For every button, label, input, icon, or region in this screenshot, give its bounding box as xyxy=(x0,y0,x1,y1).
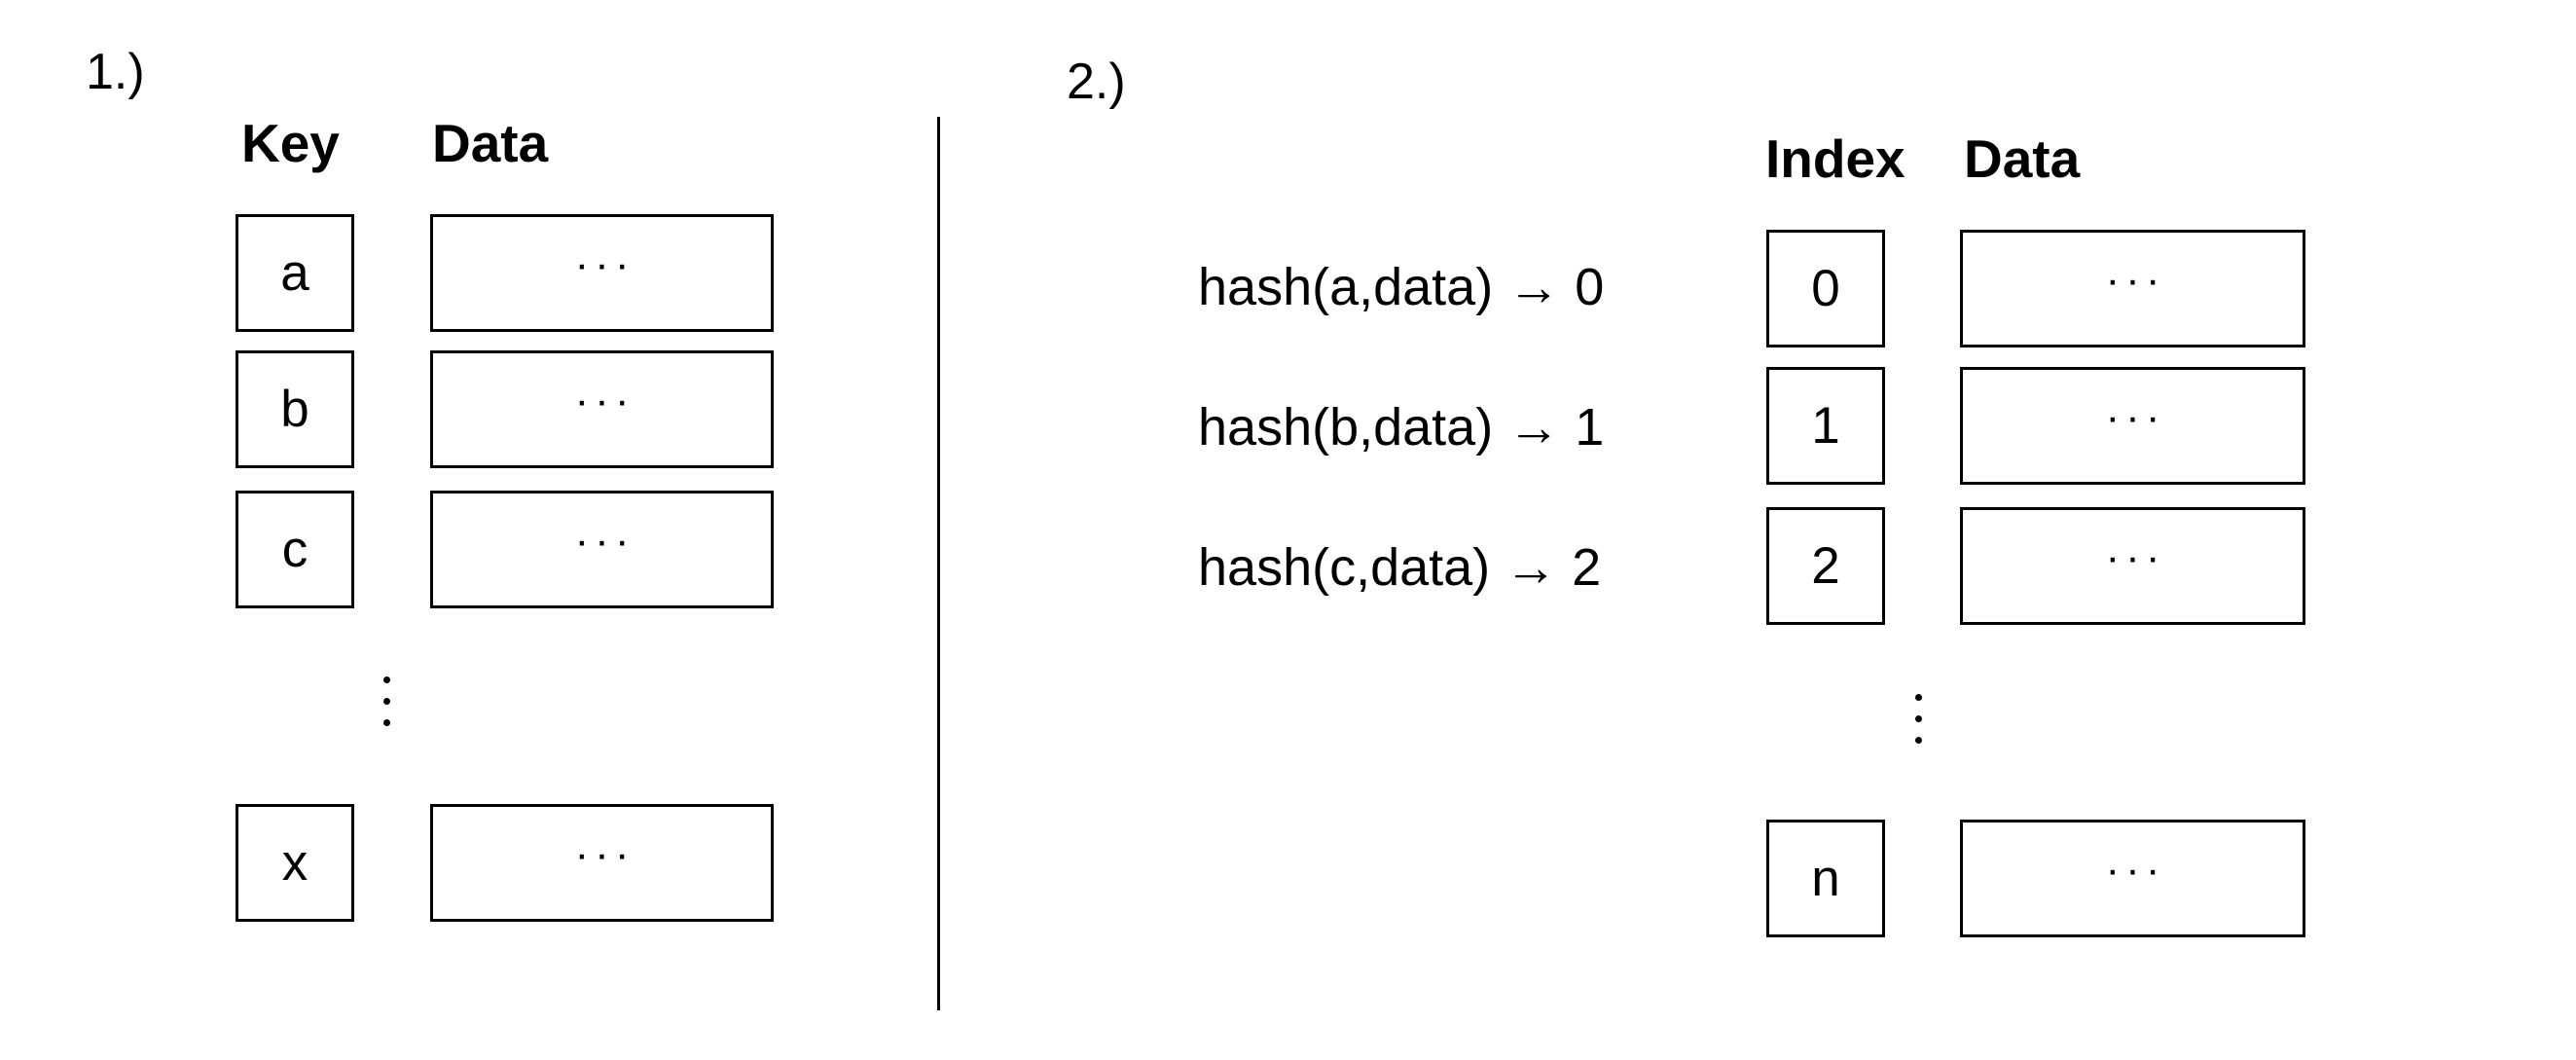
panel-2-label: 2.) xyxy=(1067,54,1126,110)
data-cell-a: ··· xyxy=(430,214,774,332)
data-column-header-2: Data xyxy=(1964,128,2081,189)
vertical-ellipsis-icon xyxy=(377,676,396,726)
hash-label-a: hash(a,data) → 0 xyxy=(1198,258,1605,316)
key-cell-a: a xyxy=(236,214,354,332)
key-cell-b: b xyxy=(236,350,354,468)
index-cell-2: 2 xyxy=(1766,507,1885,625)
data-cell-x: ··· xyxy=(430,804,774,922)
data-cell-b: ··· xyxy=(430,350,774,468)
vertical-ellipsis-icon-2 xyxy=(1908,694,1928,744)
data-cell-c: ··· xyxy=(430,491,774,608)
data-cell-n: ··· xyxy=(1960,820,2305,937)
key-cell-c: c xyxy=(236,491,354,608)
index-cell-n: n xyxy=(1766,820,1885,937)
hash-label-c: hash(c,data) → 2 xyxy=(1198,538,1602,597)
index-cell-0: 0 xyxy=(1766,230,1885,347)
data-column-header: Data xyxy=(432,113,549,173)
panel-divider xyxy=(937,117,940,1010)
panel-1-label: 1.) xyxy=(86,44,145,100)
data-cell-0: ··· xyxy=(1960,230,2305,347)
data-cell-1: ··· xyxy=(1960,367,2305,485)
index-cell-1: 1 xyxy=(1766,367,1885,485)
key-column-header: Key xyxy=(241,113,340,173)
key-cell-x: x xyxy=(236,804,354,922)
data-cell-2: ··· xyxy=(1960,507,2305,625)
hash-label-b: hash(b,data) → 1 xyxy=(1198,398,1605,457)
index-column-header: Index xyxy=(1765,128,1905,189)
